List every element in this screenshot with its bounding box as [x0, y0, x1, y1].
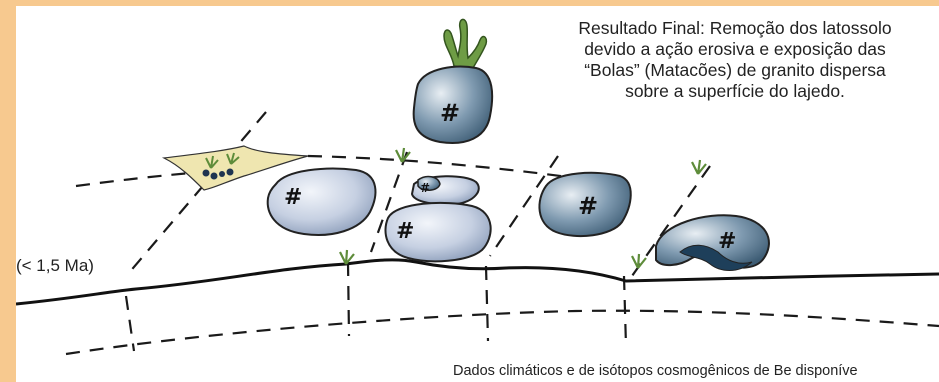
joint-line-vertical-3	[484, 265, 490, 342]
svg-text:#: #	[420, 181, 430, 195]
svg-text:#: #	[440, 99, 460, 127]
joint-line-vertical-2	[346, 261, 351, 337]
joint-lines	[65, 111, 939, 356]
svg-text:#: #	[718, 229, 736, 254]
svg-text:#: #	[396, 219, 414, 244]
soil-patch	[161, 145, 309, 191]
sprout-3	[631, 253, 647, 269]
boulder-far-right: #	[655, 214, 770, 271]
footer-note: Dados climáticos e de isótopos cosmogêni…	[453, 363, 858, 379]
age-label: (< 1,5 Ma)	[16, 256, 94, 275]
joint-line-lower	[65, 309, 939, 356]
result-caption: Resultado Final: Remoção dos latossolo d…	[525, 18, 939, 102]
boulder-top: #	[412, 65, 494, 144]
weathering-diagram: # # # # #	[16, 18, 939, 356]
boulder-left: #	[266, 167, 377, 236]
caption-line-3: “Bolas” (Matacões) de granito dispersa	[584, 60, 886, 80]
joint-line-diagonal-2	[369, 151, 409, 253]
joint-line-upper-middle	[307, 154, 577, 180]
joint-line-diagonal-1	[127, 111, 267, 275]
svg-text:#: #	[284, 185, 302, 210]
diagram-panel: # # # # #	[16, 6, 939, 382]
sprout-2	[339, 249, 355, 265]
caption-line-1: Resultado Final: Remoção dos latossolo	[578, 18, 892, 38]
cactus-plant	[443, 18, 488, 71]
caption-line-2: devido a ação erosiva e exposição das	[584, 39, 886, 59]
ground-surface-line	[16, 258, 939, 306]
boulder-right: #	[538, 171, 632, 238]
sprout-4	[691, 159, 707, 175]
joint-line-vertical-1	[124, 295, 136, 352]
joint-line-diagonal-3	[489, 155, 559, 257]
svg-text:#: #	[578, 192, 598, 220]
plant-sprouts	[339, 147, 707, 269]
caption-line-4: sobre a superfície do lajedo.	[625, 81, 845, 101]
sprout-1	[395, 147, 411, 163]
boulder-stack: # #	[384, 175, 492, 263]
